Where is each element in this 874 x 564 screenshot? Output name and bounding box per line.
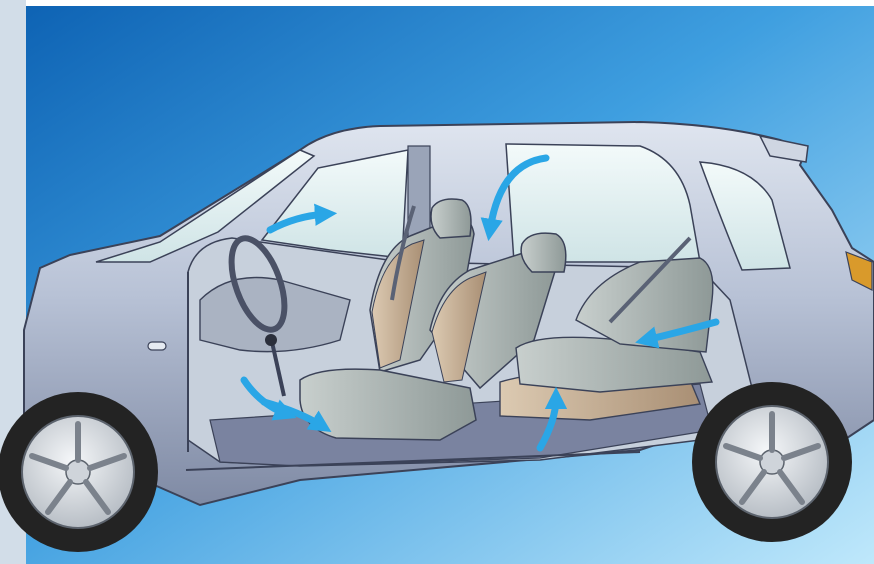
rear-wheel (692, 382, 852, 542)
passenger-seat-headrest (521, 233, 566, 272)
front-wheel (0, 392, 158, 552)
gear-knob (265, 334, 277, 346)
front-seat-headrest (431, 199, 471, 238)
door-handle-icon (148, 342, 166, 350)
